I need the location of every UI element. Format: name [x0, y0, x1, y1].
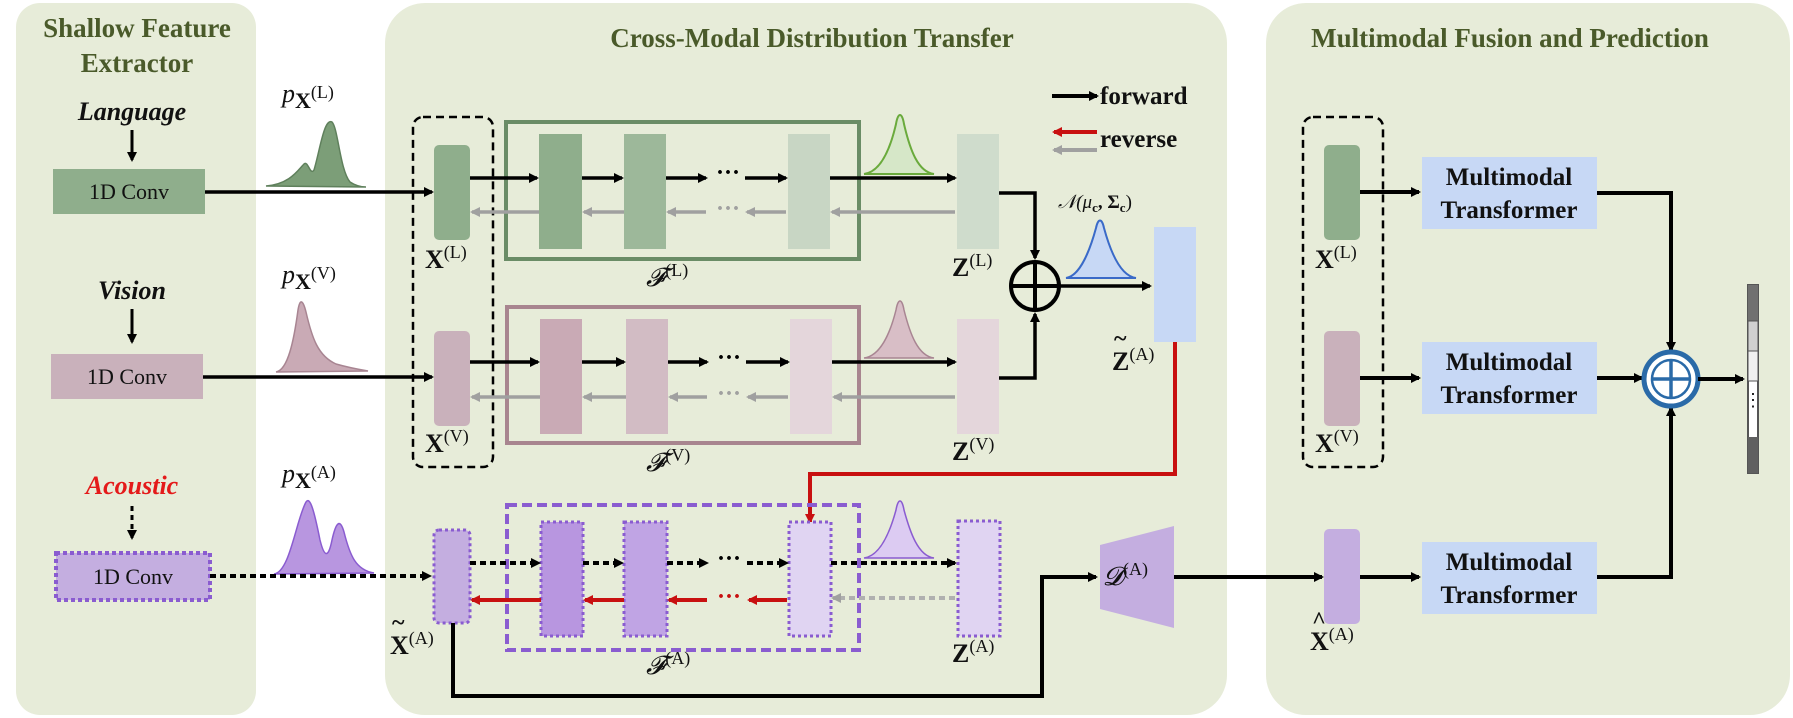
flow-acoustic-layer-n [787, 520, 833, 638]
fusion-x-language-block [1324, 145, 1360, 240]
mt-language-line2: Transformer [1441, 197, 1578, 224]
distribution-language [265, 121, 367, 188]
x-vision-label: X(V) [425, 426, 469, 458]
flow-acoustic-box [505, 503, 861, 652]
flow-vision-box [505, 305, 861, 445]
z-language-block [957, 134, 999, 249]
panel-title-transfer: Cross-Modal Distribution Transfer [610, 23, 1014, 53]
line-mt-acoustic-to-oplus [1597, 406, 1676, 579]
fusion-input-group-box [1301, 115, 1385, 469]
p-x-acoustic-label: pX(A) [280, 459, 336, 493]
x-tilde-acoustic-tilde: ~ [392, 610, 405, 636]
flow-vision-layer-2 [626, 319, 668, 434]
flow-language-layer-1 [539, 134, 582, 249]
distribution-vision [275, 301, 369, 373]
panel-title-fusion: Multimodal Fusion and Prediction [1311, 23, 1709, 53]
modality-language-label: Language [77, 97, 186, 126]
panel-title-extractor-1: Shallow Feature [43, 13, 231, 43]
mt-vision-box [1422, 342, 1597, 414]
distribution-normal-target [1065, 219, 1137, 279]
output-prediction-vector [1747, 284, 1759, 474]
arrow-red-z-to-flow-acoustic [805, 342, 1177, 524]
mt-acoustic-line2: Transformer [1441, 582, 1578, 609]
line-z-vision-to-oplus [999, 312, 1040, 380]
z-acoustic-label: Z(A) [952, 636, 994, 668]
ellipsis-rev-l: ··· [716, 196, 740, 222]
x-language-block [434, 145, 470, 240]
output-vdots: ⋮ [1744, 390, 1762, 410]
line-x-tilde-to-decoder [451, 572, 1098, 698]
ellipsis-rev-a: ··· [717, 584, 741, 610]
mt-vision-line1: Multimodal [1446, 349, 1572, 376]
input-group-box [411, 115, 495, 469]
conv-vision [51, 354, 203, 399]
conv-language [53, 169, 205, 214]
panel-title-extractor-2: Extractor [81, 48, 193, 78]
mt-acoustic-line1: Multimodal [1446, 549, 1572, 576]
z-language-label: Z(L) [952, 250, 992, 282]
line-mt-language-to-oplus [1597, 191, 1676, 352]
flow-acoustic-layer-1 [539, 520, 585, 638]
distribution-acoustic [273, 499, 375, 575]
fusion-x-vision-block [1324, 331, 1360, 426]
modality-acoustic-label: Acoustic [84, 471, 179, 500]
flow-language-box [504, 120, 861, 261]
normal-distribution-label: 𝒩(μc, Σc) [1058, 192, 1132, 215]
ellipsis-rev-v: ··· [717, 381, 741, 407]
flow-vision-layer-1 [540, 319, 582, 434]
flow-acoustic-layer-2 [622, 520, 669, 638]
ellipsis-fwd-v: ··· [717, 345, 741, 371]
z-acoustic-block [956, 519, 1002, 638]
mt-acoustic-box [1422, 542, 1597, 614]
decoder-acoustic [1100, 526, 1174, 628]
distribution-acoustic-mid [863, 500, 935, 559]
flow-language-layer-n [788, 134, 830, 249]
flow-vision-layer-n [790, 319, 832, 434]
distribution-vision-mid [863, 300, 935, 359]
line-z-language-to-oplus [999, 191, 1040, 260]
mt-language-line1: Multimodal [1446, 164, 1572, 191]
ellipsis-fwd-a: ··· [717, 546, 741, 572]
fusion-x-hat-acoustic-block [1324, 529, 1360, 624]
fusion-x-vision-label: X(V) [1315, 426, 1359, 458]
fusion-x-hat-acoustic-hat: ^ [1312, 608, 1326, 634]
ellipsis-fwd-l: ··· [716, 160, 740, 186]
mt-language-box [1422, 157, 1597, 229]
flow-language-layer-2 [624, 134, 666, 249]
p-x-language-label: pX(L) [280, 79, 334, 113]
f-language-label: 𝓕(L) [646, 260, 688, 292]
z-acoustic-target-block [1154, 227, 1196, 342]
p-x-vision-label: pX(V) [280, 260, 336, 294]
modality-vision-label: Vision [98, 276, 166, 305]
conv-acoustic-label: 1D Conv [93, 564, 173, 589]
fusion-x-hat-acoustic-label: X(A) [1310, 624, 1354, 656]
oplus-final-fusion-icon [1641, 349, 1701, 409]
legend-forward-label: forward [1100, 83, 1188, 110]
z-tilde-acoustic-label: Z(A) [1112, 344, 1154, 376]
conv-vision-label: 1D Conv [87, 364, 167, 389]
conv-language-label: 1D Conv [89, 179, 169, 204]
legend-reverse-label: reverse [1100, 126, 1177, 153]
z-vision-label: Z(V) [952, 434, 994, 466]
x-language-label: X(L) [425, 242, 467, 274]
z-vision-block [957, 319, 999, 434]
z-tilde-acoustic-tilde: ~ [1114, 326, 1127, 352]
distribution-language-mid [863, 114, 935, 175]
x-tilde-acoustic-block [432, 528, 472, 625]
fusion-x-language-label: X(L) [1315, 242, 1357, 274]
x-vision-block [434, 331, 470, 426]
x-tilde-acoustic-label: X(A) [390, 628, 434, 660]
oplus-fusion-icon [1009, 260, 1061, 312]
mt-vision-line2: Transformer [1441, 382, 1578, 409]
